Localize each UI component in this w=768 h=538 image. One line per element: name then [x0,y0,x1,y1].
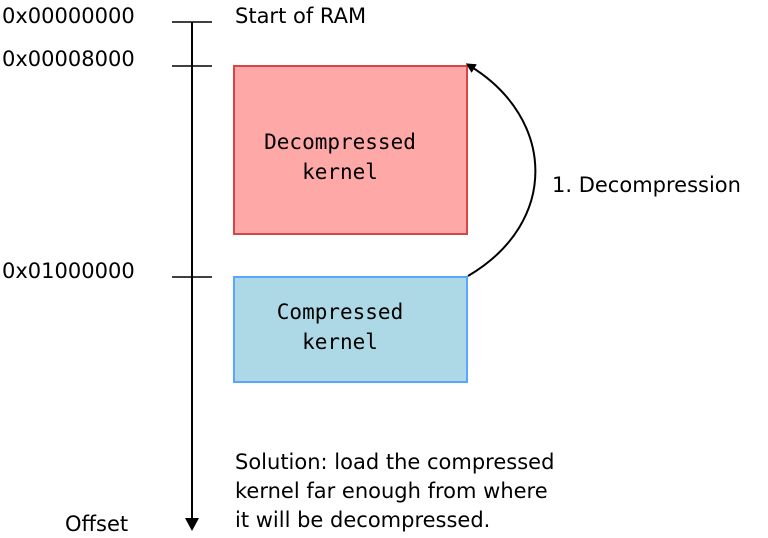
compressed-kernel-block [233,276,468,383]
decompression-step-label: 1. Decompression [552,173,741,197]
address-label-decompressed: 0x00008000 [2,47,135,71]
solution-text-line1: Solution: load the compressed [235,450,554,474]
offset-axis-arrowhead [185,518,199,531]
solution-text-line2: kernel far enough from where [235,479,548,503]
address-label-ram-start: 0x00000000 [2,4,135,28]
offset-label: Offset [65,512,128,536]
decompressed-kernel-label-line2: kernel [302,160,378,184]
decompressed-kernel-label-line1: Decompressed [264,130,416,154]
compressed-kernel-label-line1: Compressed [277,300,403,324]
solution-text-line3: it will be decompressed. [235,508,490,532]
decompressed-kernel-block [233,65,468,235]
start-of-ram-label: Start of RAM [235,4,366,28]
address-label-compressed: 0x01000000 [2,259,135,283]
compressed-kernel-label-line2: kernel [302,330,378,354]
decompression-arrow [465,63,537,277]
